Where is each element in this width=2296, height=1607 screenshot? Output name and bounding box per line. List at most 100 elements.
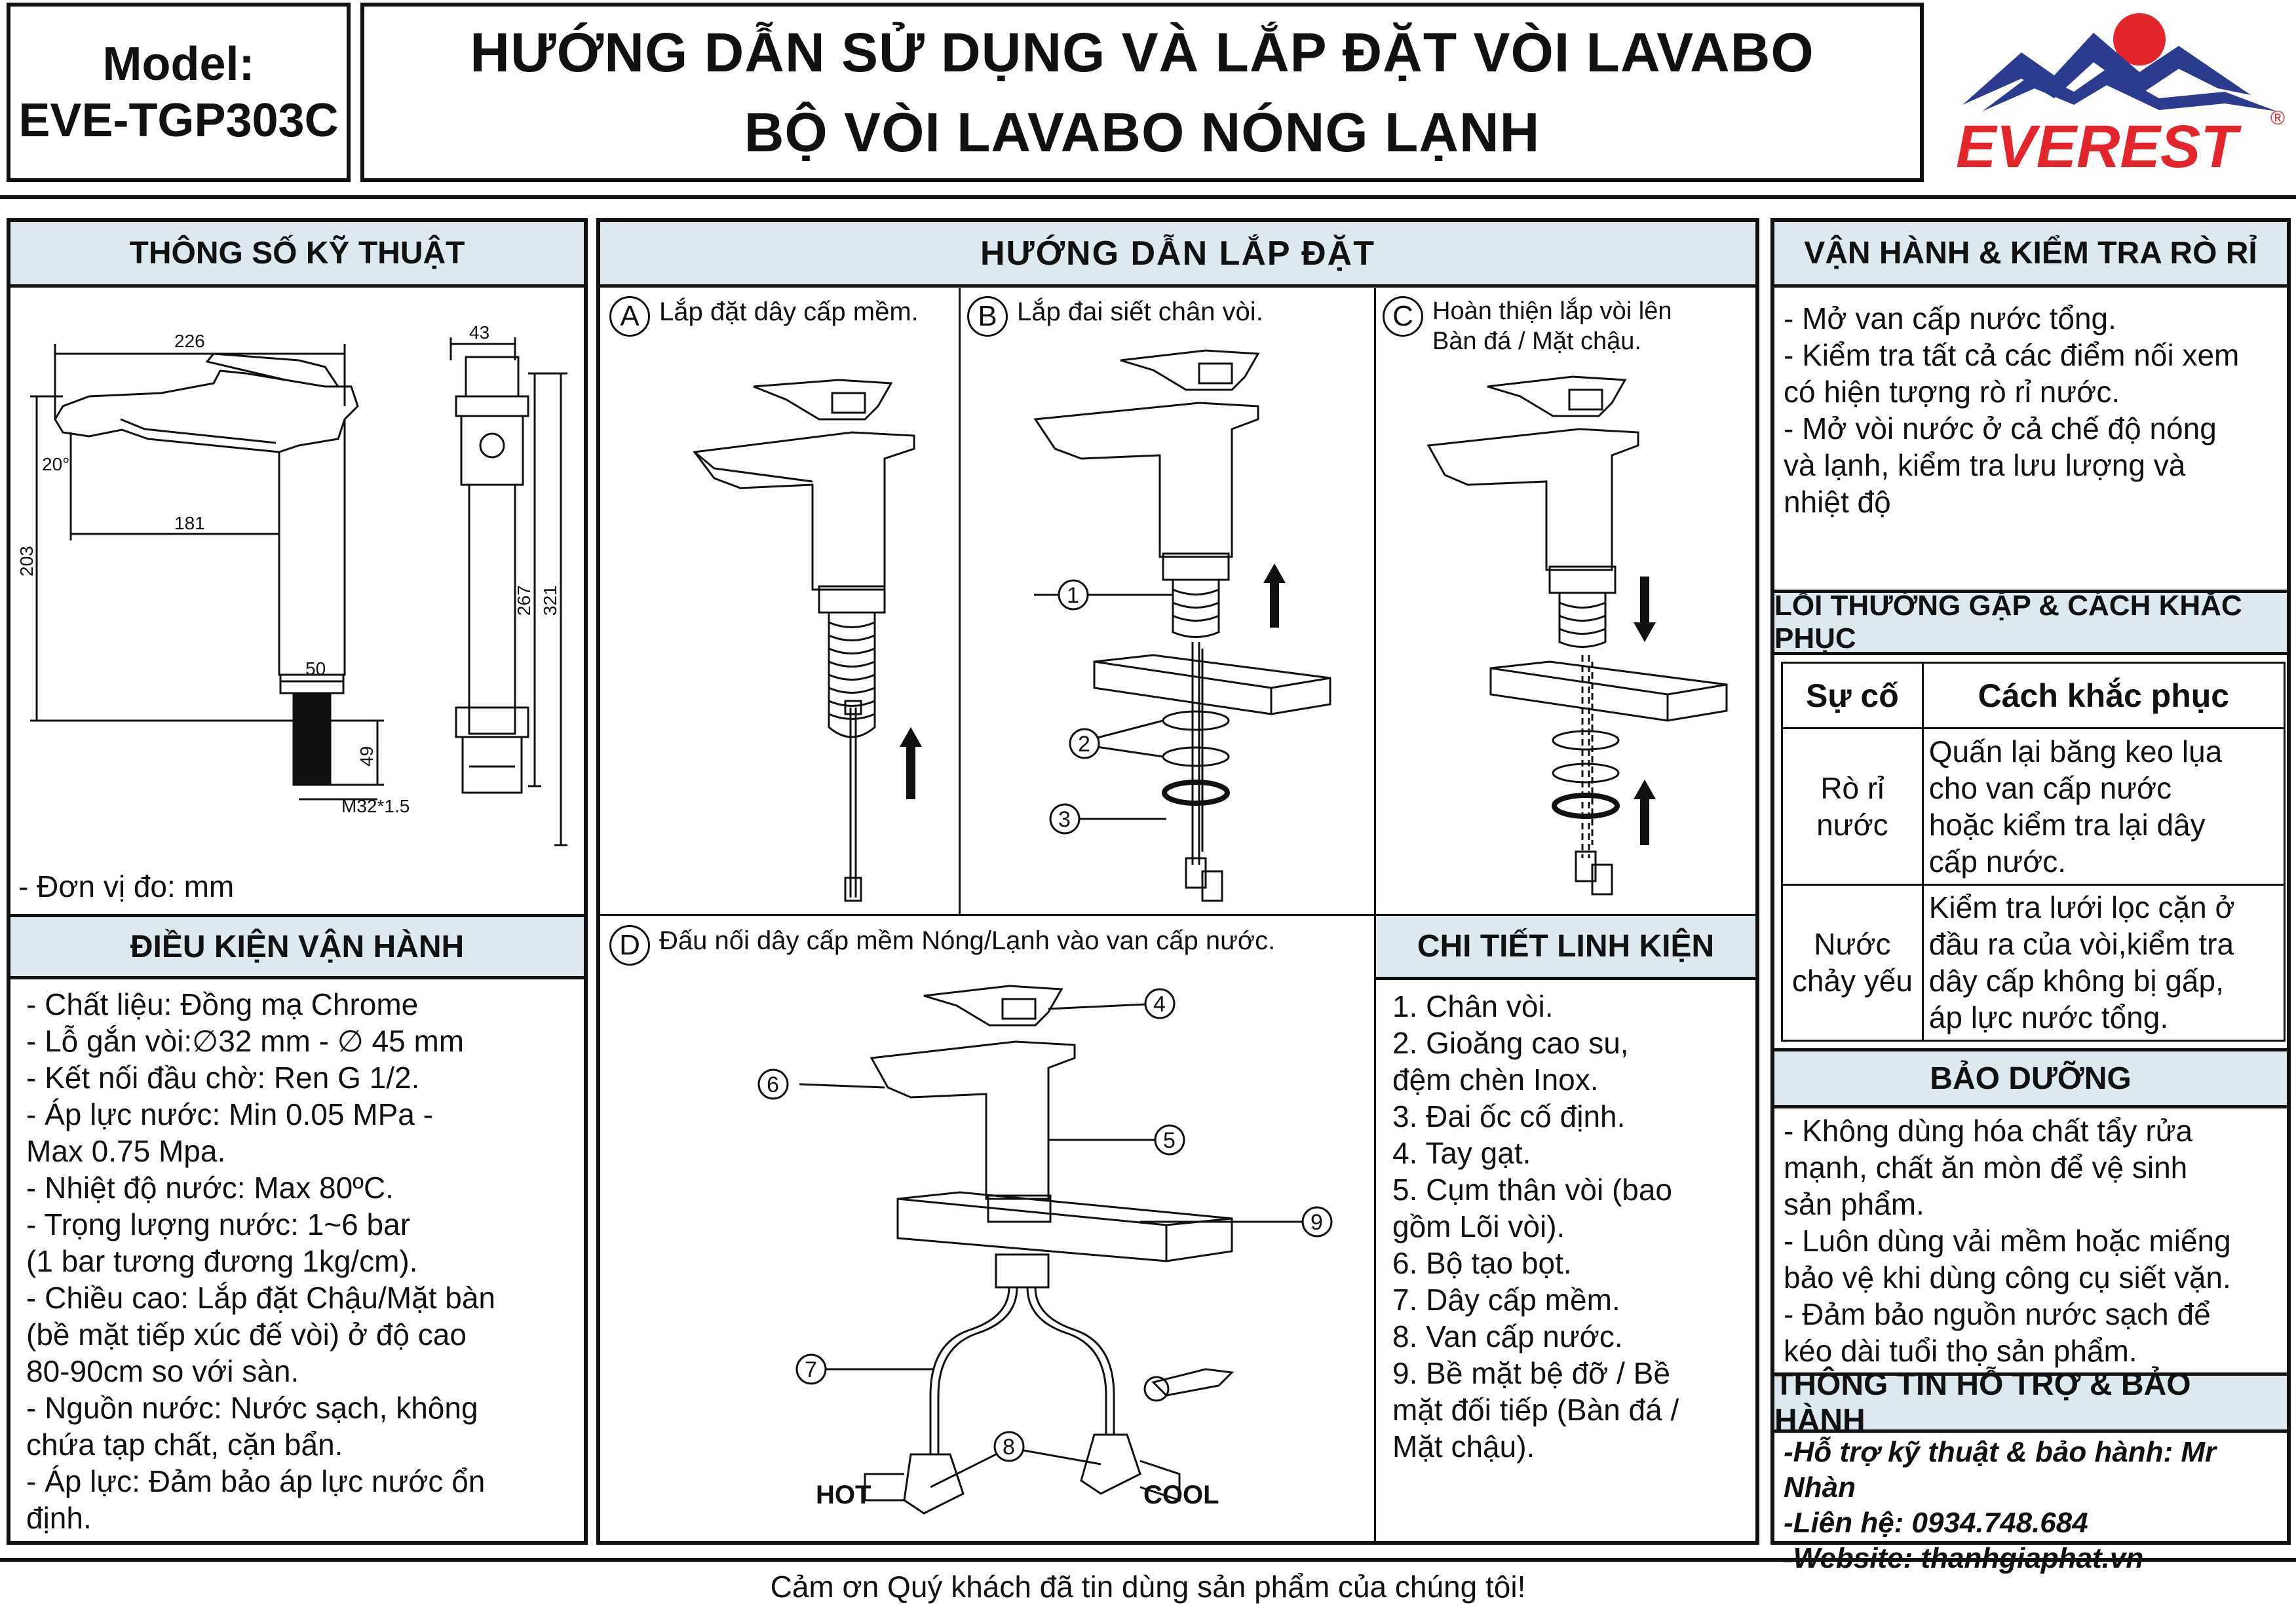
operating-line: chứa tạp chất, cặn bẩn. [26,1427,343,1462]
parts-line: 2. Gioăng cao su, [1392,1026,1629,1060]
dim-203: 203 [16,546,37,577]
footer-divider [0,1558,2296,1562]
step-d-text: Đấu nối dây cấp mềm Nóng/Lạnh vào van cấ… [659,926,1276,955]
error-issue-1: Nước [1814,927,1891,962]
step-c-text-2: Bàn đá / Mặt chậu. [1432,328,1641,355]
maintenance-line: bảo vệ khi dùng công cụ siết vặn. [1784,1260,2231,1295]
callout-2: 2 [1078,732,1090,757]
model-label: Model: [102,38,255,90]
callout-8: 8 [1003,1435,1015,1460]
table-row: Nước chảy yếu Kiểm tra lưới lọc cặn ở đầ… [1781,883,2286,1042]
dim-43: 43 [469,322,489,343]
maintenance-line: sản phẩm. [1784,1187,1924,1221]
parts-line: 9. Bề mặt bệ đỡ / Bề [1392,1356,1670,1390]
step-c-label: C Hoàn thiện lắp vòi lên Bàn đá / Mặt ch… [1383,296,1756,356]
parts-line: 5. Cụm thân vòi (bao [1392,1173,1673,1207]
operating-line: (bề mặt tiếp xúc đế vòi) ở độ cao [26,1317,467,1352]
step-a-text: Lắp đặt dây cấp mềm. [659,297,919,326]
faucet-mount-drawing: 1 2 3 [1033,349,1331,902]
error-issue: Rò rỉ nước [1781,727,1924,886]
step-b-label: B Lắp đai siết chân vòi. [967,296,1360,337]
title-line-1: HƯỚNG DẪN SỬ DỤNG VÀ LẮP ĐẶT VÒI LAVABO [470,22,1814,83]
specs-drawing: 226 20° 181 203 50 49 M32*1.5 43 267 321 [10,288,584,858]
operating-line: - Kết nối đầu chờ: Ren G 1/2. [26,1061,420,1095]
footer-text: Cảm ơn Quý khách đã tin dùng sản phẩm củ… [770,1570,1526,1604]
dim-50: 50 [305,658,326,679]
check-line: - Kiểm tra tất cả các điểm nối xem [1784,338,2240,372]
callout-7: 7 [805,1357,817,1382]
title-line-2: BỘ VÒI LAVABO NÓNG LẠNH [744,102,1540,163]
operating-line: Max 0.75 Mpa. [26,1134,226,1168]
parts-line: gồm Lõi vòi). [1392,1209,1565,1243]
step-c-text-1: Hoàn thiện lắp vòi lên [1432,297,1672,325]
maintenance-line: - Không dùng hóa chất tẩy rửa [1784,1114,2193,1148]
step-d-drawing: 4 5 6 7 8 9 HOT COOL [734,976,1369,1540]
faucet-finish-drawing [1426,375,1728,896]
check-line: nhiệt độ [1784,485,1891,519]
error-fix: Kiểm tra lưới lọc cặn ở đầu ra của vòi,k… [1921,883,2286,1042]
error-fix-line: cấp nước. [1928,844,2067,879]
dim-226: 226 [174,331,205,351]
error-issue-1: Rò rỉ [1820,770,1885,805]
parts-line: 4. Tay gạt. [1392,1136,1531,1170]
maintenance-heading: BẢO DƯỠNG [1774,1048,2287,1108]
check-line: - Mở vòi nước ở cả chế độ nóng [1784,411,2217,445]
cool-label: COOL [1143,1481,1219,1509]
operating-line: - Chiều cao: Lắp đặt Chậu/Mặt bàn [26,1281,496,1315]
step-c-drawing [1383,354,1763,911]
divider-row [600,914,1755,916]
step-b-text: Lắp đai siết chân vòi. [1017,297,1263,326]
errors-col-issue: Sự cố [1781,662,1924,729]
step-d-label: D Đấu nối dây cấp mềm Nóng/Lạnh vào van … [609,925,1369,966]
check-line: - Mở van cấp nước tổng. [1784,301,2116,335]
middle-column [596,218,1759,1545]
operating-line: định. [26,1501,92,1535]
logo-registered: ® [2270,107,2285,129]
logo-text: EVEREST [1956,113,2242,180]
error-fix-line: Kiểm tra lưới lọc cặn ở [1928,890,2235,925]
mountain-logo-icon: EVEREST ® [1956,13,2285,180]
errors-col-fix: Cách khắc phục [1921,662,2286,729]
faucet-connection-drawing: 4 5 6 7 8 9 HOT COOL [757,985,1333,1515]
support-line: -Liên hệ: 0934.748.684 [1784,1507,2088,1539]
operating-line: 80-90cm so với sàn. [26,1354,299,1388]
error-issue-2: chảy yếu [1791,964,1913,998]
dim-thread: M32*1.5 [341,796,410,816]
dim-321: 321 [540,585,560,616]
dimension-drawing: 226 20° 181 203 50 49 M32*1.5 43 267 321 [16,322,567,846]
operating-line: - Lỗ gắn vòi:∅32 mm - ∅ 45 mm [26,1024,465,1058]
specs-heading: THÔNG SỐ KỸ THUẬT [10,222,584,288]
callout-3: 3 [1058,807,1071,832]
error-fix-line: cho van cấp nước [1928,770,2172,805]
parts-heading: CHI TIẾT LINH KIỆN [1376,916,1755,980]
errors-table-wrap: Sự cố Cách khắc phục Rò rỉ nước Quấn lại… [1781,662,2286,1042]
parts-line: 3. Đai ốc cố định. [1392,1099,1626,1133]
support-heading: THÔNG TIN HỖ TRỢ & BẢO HÀNH [1774,1367,2287,1438]
parts-line: đệm chèn Inox. [1392,1063,1599,1097]
error-fix: Quấn lại băng keo lụa cho van cấp nước h… [1921,727,2286,886]
operating-heading: ĐIỀU KIỆN VẬN HÀNH [10,914,584,979]
hot-label: HOT [816,1481,871,1509]
parts-line: mặt đối tiếp (Bàn đá / [1392,1393,1679,1427]
step-a-badge: A [609,296,650,337]
dim-181: 181 [174,513,205,533]
left-column [7,218,588,1545]
operating-line: - Nhiệt độ nước: Max 80ºC. [26,1171,394,1205]
title-box: HƯỚNG DẪN SỬ DỤNG VÀ LẮP ĐẶT VÒI LAVABO … [360,3,1924,182]
error-issue-2: nước [1816,807,1888,842]
parts-line: 8. Van cấp nước. [1392,1319,1623,1353]
error-fix-line: Quấn lại băng keo lụa [1928,734,2223,768]
maintenance-line: - Luôn dùng vải mềm hoặc miếng [1784,1224,2231,1258]
maintenance-line: kéo dài tuổi thọ sản phẩm. [1784,1334,2137,1368]
install-heading: HƯỚNG DẪN LẮP ĐẶT [600,222,1755,288]
callout-9: 9 [1311,1210,1323,1235]
right-column [1770,218,2291,1545]
model-box: Model: EVE-TGP303C [7,3,351,182]
step-c-text: Hoàn thiện lắp vòi lên Bàn đá / Mặt chậu… [1432,296,1672,356]
operating-line: - Chất liệu: Đồng mạ Chrome [26,987,419,1021]
error-issue: Nước chảy yếu [1781,883,1924,1042]
parts-line: 1. Chân vòi. [1392,989,1554,1023]
operating-line: - Nguồn nước: Nước sạch, không [26,1391,478,1425]
error-fix-line: dây cấp không bị gấp, [1928,964,2224,998]
parts-line: Mặt chậu). [1392,1429,1535,1464]
